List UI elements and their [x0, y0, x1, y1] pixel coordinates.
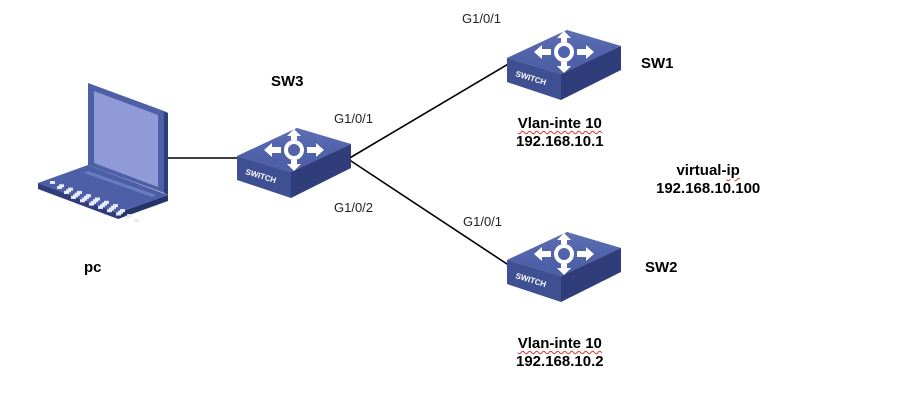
- port-label-sw2-g1-0-1: G1/0/1: [463, 214, 503, 229]
- keyboard-key: [95, 197, 100, 201]
- keyboard-key: [127, 214, 132, 218]
- keyboard-key: [89, 202, 94, 206]
- keyboard-key: [93, 199, 98, 203]
- keyboard-key: [111, 205, 116, 209]
- keyboard-key: [113, 204, 118, 208]
- keyboard-key: [120, 209, 125, 213]
- keyboard-key: [71, 196, 76, 199]
- keyboard-key: [68, 187, 73, 191]
- keyboard-key: [91, 200, 96, 204]
- keyboard-key: [57, 186, 62, 189]
- keyboard-key: [104, 200, 109, 204]
- keyboard-key: [84, 195, 89, 199]
- sw1-ip-address: 192.168.10.1: [516, 133, 604, 150]
- keyboard-key: [100, 204, 105, 208]
- device-label-pc: pc: [84, 259, 102, 276]
- sw2-interface-info: Vlan-inte 10 192.168.10.2: [516, 335, 604, 371]
- keyboard-key: [134, 219, 139, 223]
- switch-icon-sw1: [505, 28, 623, 102]
- sw2-vlan-interface: Vlan-inte 10: [517, 335, 602, 352]
- keyboard-key: [75, 192, 80, 196]
- keyboard-key: [64, 191, 69, 194]
- virtual-ip-label: virtual-ip: [656, 162, 760, 180]
- keyboard-key: [73, 194, 78, 198]
- device-label-sw1: SW1: [641, 55, 674, 72]
- keyboard-key: [86, 194, 91, 198]
- keyboard-key: [109, 207, 114, 211]
- virtual-ip-info: virtual-ip 192.168.10.100: [656, 162, 760, 198]
- keyboard-key: [59, 184, 64, 188]
- link-sw3-sw1: [347, 62, 511, 160]
- sw2-ip-address: 192.168.10.2: [516, 353, 604, 370]
- port-label-sw1-g1-0-1: G1/0/1: [462, 11, 502, 26]
- virtual-ip-address: 192.168.10.100: [656, 180, 761, 197]
- keyboard-key: [116, 212, 121, 216]
- laptop-icon: [38, 83, 168, 223]
- link-sw3-sw2: [347, 158, 511, 267]
- keyboard-key: [82, 197, 87, 201]
- keyboard-key: [102, 202, 107, 206]
- keyboard-key: [77, 190, 82, 194]
- keyboard-key: [107, 209, 112, 213]
- keyboard-key: [118, 210, 123, 214]
- port-label-sw3-g1-0-2: G1/0/2: [334, 200, 374, 215]
- keyboard-key: [125, 215, 130, 219]
- keyboard-key: [80, 199, 85, 203]
- sw1-interface-info: Vlan-inte 10 192.168.10.1: [516, 115, 604, 151]
- device-label-sw2: SW2: [645, 259, 678, 276]
- device-label-sw3: SW3: [271, 73, 304, 90]
- switch-icon-sw3: [235, 126, 353, 200]
- sw1-vlan-interface: Vlan-inte 10: [517, 115, 602, 132]
- switch-icon-sw2: [505, 230, 623, 304]
- virtual-ip-text: virtual-ip: [676, 162, 740, 179]
- port-label-sw3-g1-0-1: G1/0/1: [334, 111, 374, 126]
- keyboard-key: [50, 181, 55, 184]
- keyboard-key: [66, 189, 71, 193]
- virtual-ip-suffix: ip: [726, 162, 740, 179]
- keyboard-key: [98, 205, 103, 209]
